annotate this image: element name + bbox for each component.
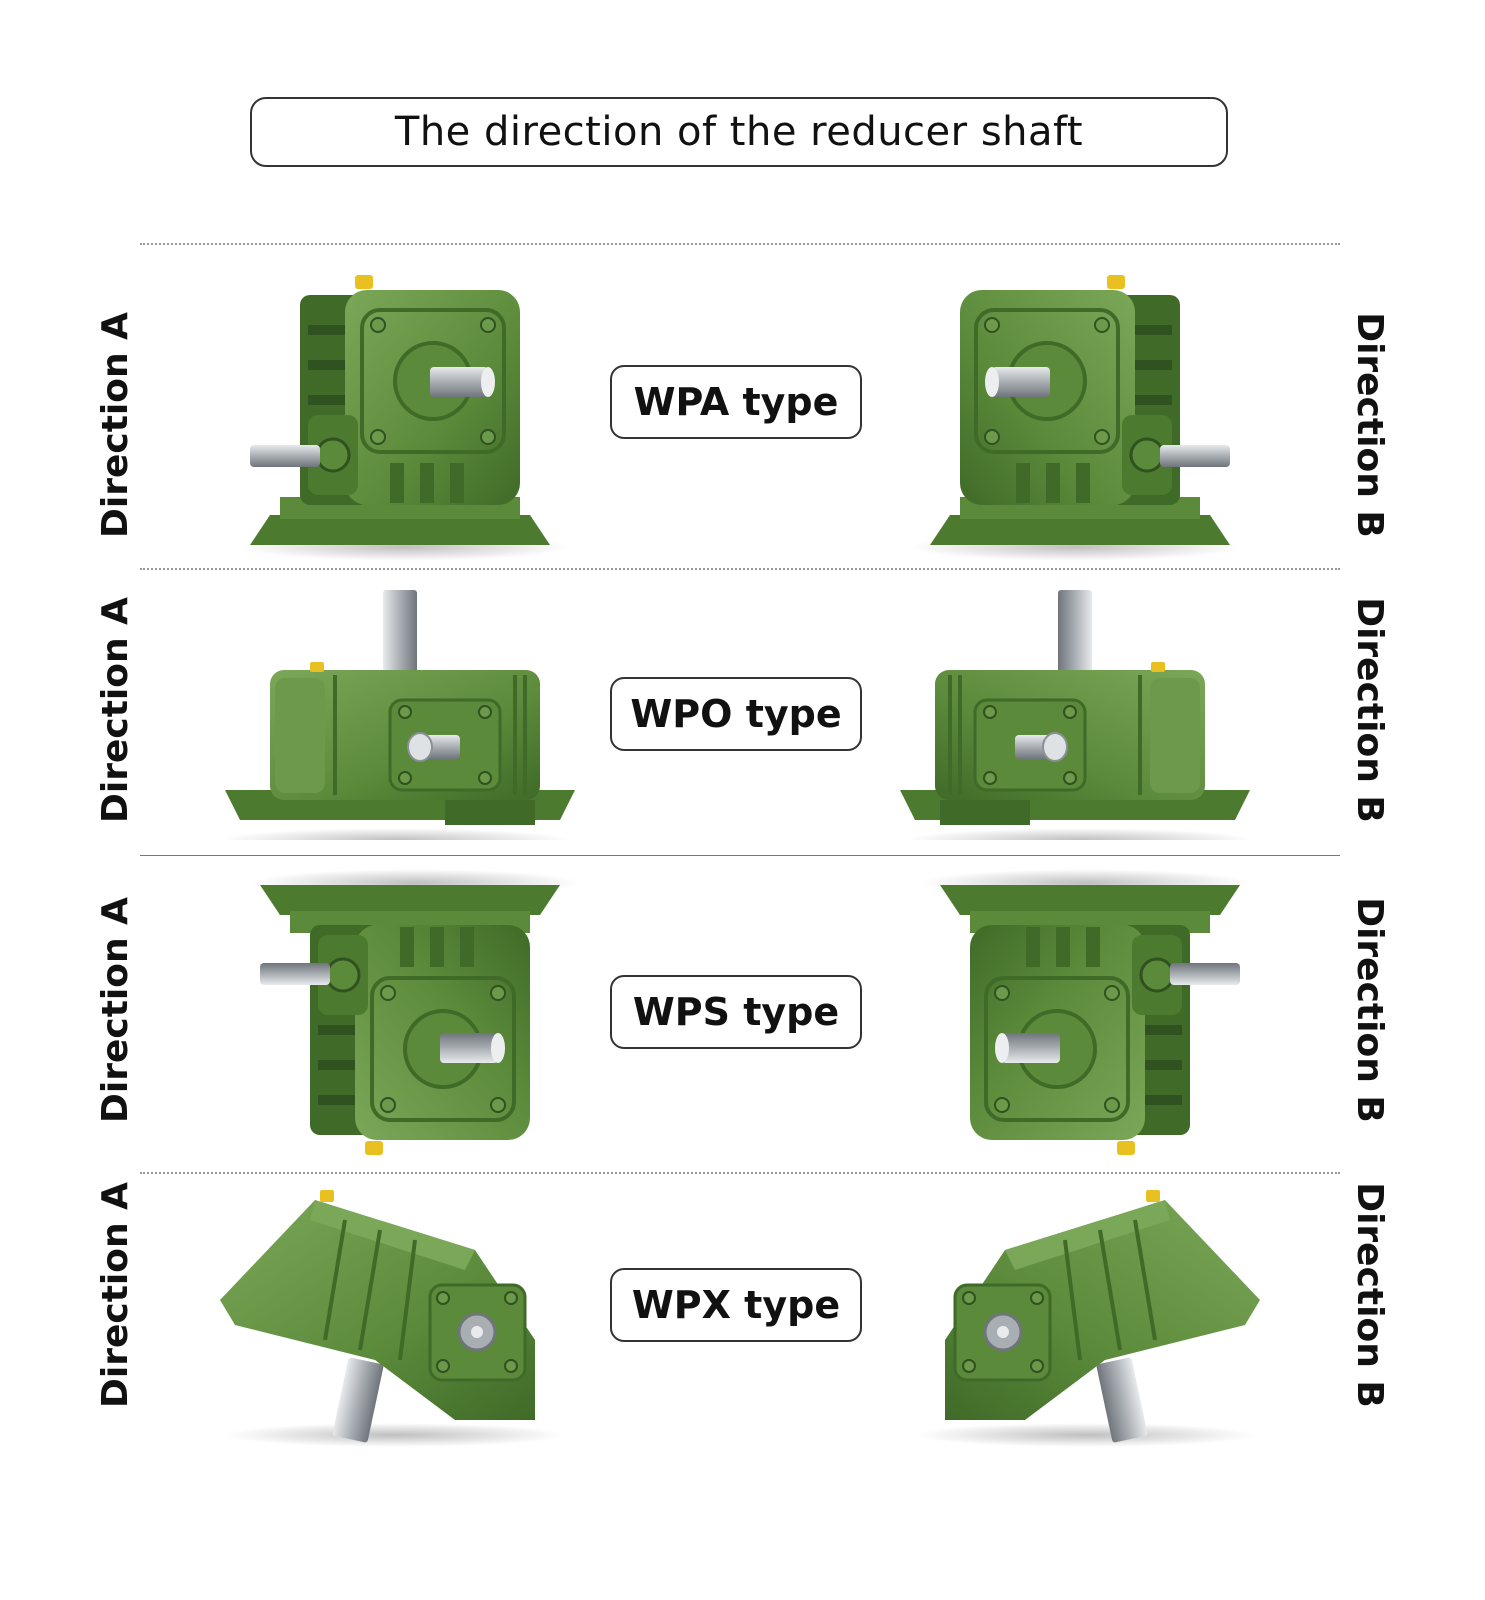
wpa-type-label: WPA type: [610, 365, 862, 439]
wpa-reducer-direction-a-image: [238, 273, 572, 563]
row-wpx-direction-a-label: Direction A: [94, 1181, 136, 1409]
divider-top: [140, 243, 1340, 245]
row-wpo-direction-b-label: Direction B: [1349, 597, 1391, 823]
page-title: The direction of the reducer shaft: [250, 97, 1228, 167]
wpx-reducer-direction-b-image: [913, 1190, 1262, 1449]
wpa-reducer-direction-b-image: [908, 273, 1242, 563]
wps-type-label: WPS type: [610, 975, 862, 1049]
wpx-reducer-direction-a-image: [218, 1190, 567, 1449]
row-wpx-direction-b-label: Direction B: [1349, 1182, 1391, 1408]
wpo-reducer-direction-b-image: [900, 590, 1257, 840]
divider-3: [140, 1172, 1340, 1174]
wps-reducer-direction-b-image: [918, 867, 1252, 1157]
row-wps-direction-b-label: Direction B: [1349, 897, 1391, 1123]
row-wpa-direction-b-label: Direction B: [1349, 312, 1391, 538]
wpx-type-label: WPX type: [610, 1268, 862, 1342]
row-wpa-direction-a-label: Direction A: [94, 311, 136, 539]
row-wps-direction-a-label: Direction A: [94, 896, 136, 1124]
wpo-type-label: WPO type: [610, 677, 862, 751]
divider-2: [140, 855, 1340, 856]
wpo-reducer-direction-a-image: [218, 590, 575, 840]
divider-1: [140, 568, 1340, 570]
row-wpo-direction-a-label: Direction A: [94, 596, 136, 824]
wps-reducer-direction-a-image: [248, 867, 582, 1157]
